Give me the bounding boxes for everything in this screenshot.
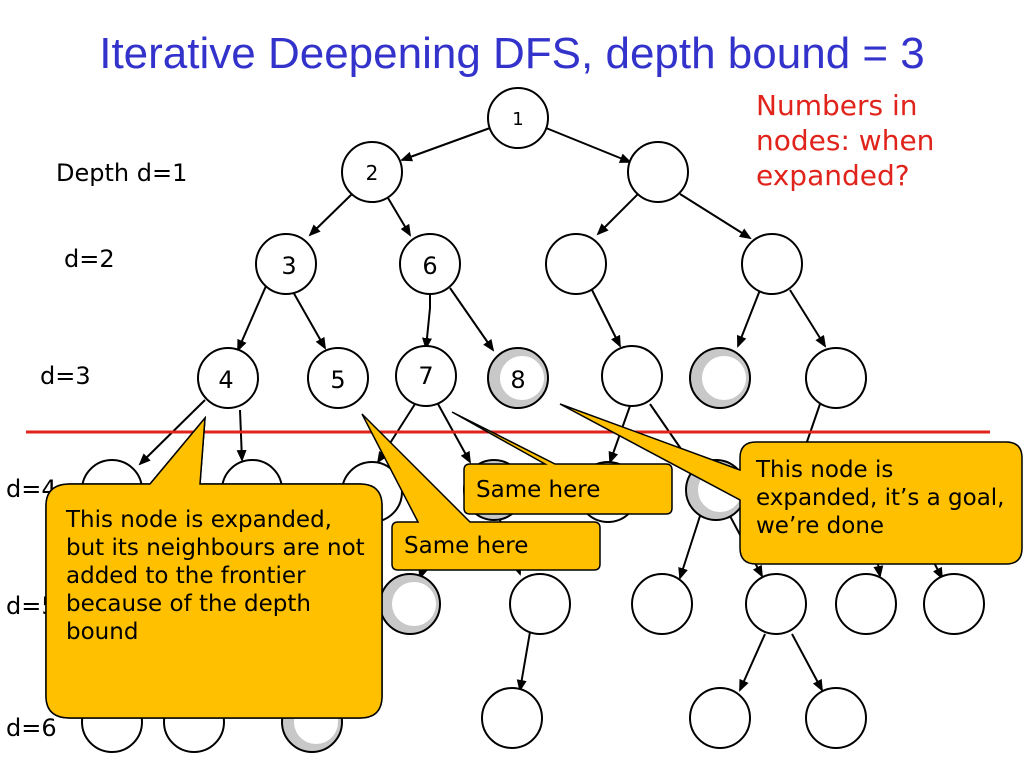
- node-circle: [255, 233, 317, 295]
- edge: [679, 193, 752, 240]
- node-2: 2: [341, 141, 403, 203]
- callout-same-here-1-text: Same here: [476, 477, 601, 503]
- edge: [737, 289, 761, 348]
- node-circle: [545, 233, 607, 295]
- tree-node: [545, 233, 607, 295]
- slide-title: Iterative Deepening DFS, depth bound = 3: [99, 29, 925, 78]
- tree-node: [689, 687, 751, 749]
- depth-label-d1: Depth d=1: [56, 159, 188, 187]
- node-circle: [627, 141, 689, 203]
- edge: [422, 292, 432, 350]
- node-6-number: 6: [422, 252, 437, 280]
- node-circle: [399, 233, 461, 295]
- node-3: 3: [255, 233, 317, 295]
- node-circle: [805, 347, 867, 409]
- depth-label-d4: d=4: [6, 475, 57, 503]
- tree-node: [627, 141, 689, 203]
- edge: [596, 193, 639, 236]
- tree-node: [509, 573, 571, 635]
- node-8-number: 8: [510, 366, 525, 394]
- edge: [237, 285, 267, 352]
- node-7: 7: [395, 345, 457, 407]
- node-circle: [745, 573, 807, 635]
- edge: [449, 287, 495, 352]
- edge: [545, 127, 632, 163]
- node-4: 4: [197, 347, 259, 409]
- node-circle: [741, 233, 803, 295]
- node-5: 5: [307, 347, 369, 409]
- edge: [308, 193, 353, 237]
- edge: [591, 289, 621, 348]
- node-7-number: 7: [418, 362, 433, 390]
- tree-node: [741, 233, 803, 295]
- callout-shape: [451, 411, 673, 515]
- node-5-number: 5: [330, 366, 345, 394]
- callout-goal: [559, 403, 1023, 565]
- callout-same-here-2: [361, 413, 601, 571]
- node-circle: [631, 573, 693, 635]
- edge: [387, 197, 412, 237]
- tree-node: [689, 347, 751, 409]
- node-circle: [341, 141, 403, 203]
- edge: [789, 289, 827, 348]
- callout-shape: [559, 403, 1023, 565]
- note-text: Numbers in nodes: when expanded?: [756, 89, 935, 192]
- node-circle: [805, 687, 867, 749]
- node-6: 6: [399, 233, 461, 295]
- callout-same-here-1: [451, 411, 673, 515]
- node-circle: [307, 347, 369, 409]
- node-circle: [923, 573, 985, 635]
- node-4-number: 4: [218, 366, 233, 394]
- node-1: 1: [487, 87, 549, 149]
- edge: [400, 127, 491, 162]
- edge: [739, 633, 766, 692]
- tree-node: [481, 687, 543, 749]
- edge: [291, 289, 326, 350]
- depth-label-d6: d=6: [6, 714, 57, 742]
- node-circle: [481, 687, 543, 749]
- node-2-number: 2: [366, 161, 379, 185]
- edge: [791, 633, 823, 692]
- node-3-number: 3: [281, 252, 296, 280]
- edge: [516, 631, 531, 692]
- node-circle: [487, 87, 549, 149]
- depth-label-d2: d=2: [64, 245, 115, 273]
- tree-node: [805, 687, 867, 749]
- edge: [678, 515, 701, 580]
- node-circle: [689, 687, 751, 749]
- node-circle: [395, 345, 457, 407]
- callout-depth-bound-text: This node is expanded, but its neighbour…: [66, 507, 365, 645]
- node-circle: [601, 345, 663, 407]
- depth-label-d3: d=3: [40, 362, 91, 390]
- callout-goal-text: This node is expanded, it’s a goal, we’r…: [756, 457, 1005, 539]
- node-8: 8: [487, 347, 549, 409]
- callout-same-here-2-text: Same here: [404, 533, 529, 559]
- node-circle: [509, 573, 571, 635]
- edge: [236, 409, 247, 462]
- node-circle: [197, 347, 259, 409]
- depth-label-d5: d=5: [6, 592, 57, 620]
- node-inner: [500, 356, 544, 400]
- node-inner: [702, 356, 746, 400]
- tree-node: [805, 347, 867, 409]
- tree-node: [379, 573, 441, 635]
- tree-node: [745, 573, 807, 635]
- node-inner: [392, 582, 436, 626]
- tree-node: [923, 573, 985, 635]
- tree-node: [601, 345, 663, 407]
- tree-node: [835, 573, 897, 635]
- node-1-number: 1: [512, 109, 523, 130]
- tree-node: [631, 573, 693, 635]
- callout-shape: [361, 413, 601, 571]
- node-circle: [835, 573, 897, 635]
